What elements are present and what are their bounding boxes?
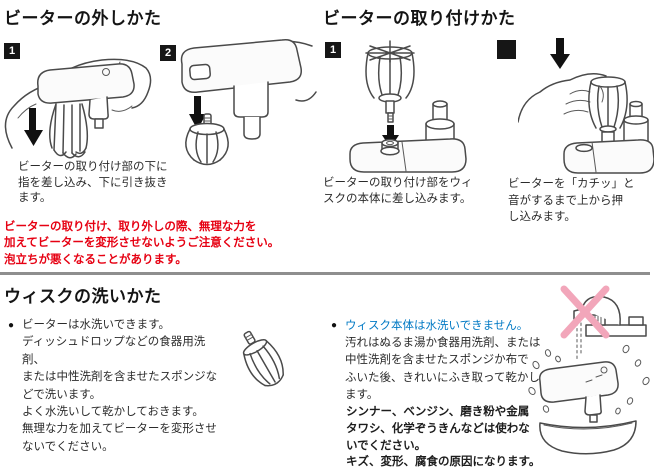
removal-step1-marker: 1 <box>4 43 20 59</box>
beater-whisk <box>588 76 628 143</box>
section-title-attachment: ビーターの取り付けかた <box>323 9 516 28</box>
beater-illustration <box>242 330 284 387</box>
faucet <box>573 295 647 360</box>
attachment-step2-caption: ビーターを「カチッ」と 音がするまで上から押 し込みます。 <box>508 178 635 223</box>
mixer-body <box>37 63 135 129</box>
whisk-base <box>349 100 467 173</box>
attachment-step2-marker <box>497 40 516 59</box>
bullet-icon: ● <box>8 320 15 331</box>
water-droplets <box>528 344 650 415</box>
bowl <box>539 420 637 455</box>
no-water-washing-illustration <box>528 285 650 455</box>
removal-step1-illustration <box>4 58 152 159</box>
section-divider <box>0 272 650 275</box>
beater-whisk <box>49 103 89 159</box>
beater-whisk <box>242 330 284 387</box>
removal-caption: ビーターの取り付け部の下に 指を差し込み、下に引き抜き ます。 <box>18 161 168 204</box>
whisk-base <box>563 100 654 174</box>
bullet-icon: ● <box>331 320 338 331</box>
section-title-removal: ビーターの外しかた <box>4 9 162 28</box>
down-arrow-icon <box>24 108 43 146</box>
attachment-step1-illustration <box>349 40 467 173</box>
washing-left-text: ビーターは水洗いできます。 ディッシュドロップなどの食器用洗剤、 または中性洗剤… <box>22 319 218 453</box>
removal-step2-illustration <box>180 38 317 166</box>
section-title-washing: ウィスクの洗いかた <box>4 287 162 306</box>
washing-right-text: 汚れはぬるま湯か食器用洗剤、または 中性洗剤を含ませたスポンジか布で ふいた後、… <box>345 337 541 402</box>
prohibition-x-icon <box>560 285 610 339</box>
attachment-step1-caption: ビーターの取り付け部をウィ スクの本体に差し込みます。 <box>323 177 473 205</box>
removal-warning-text: ビーターの取り付け、取り外しの際、無理な力を 加えてビーターを変形させないようご… <box>4 221 280 266</box>
beater-whisk <box>365 40 415 123</box>
mixer-body <box>180 38 303 140</box>
whisk-body <box>538 361 619 423</box>
down-arrow-icon <box>550 38 570 69</box>
down-arrow-icon <box>189 96 206 130</box>
washing-right-blue-note: ウィスク本体は水洗いできません。 <box>345 320 529 332</box>
attachment-step2-illustration <box>518 38 654 174</box>
attachment-step1-marker: 1 <box>325 42 341 58</box>
removal-step2-marker: 2 <box>160 45 176 61</box>
washing-right-caution-text: シンナー、ベンジン、磨き粉や金属 タワシ、化学ぞうきんなどは使わな いでください… <box>346 406 541 469</box>
beater-whisk <box>185 113 229 166</box>
hand-outline <box>518 73 607 123</box>
